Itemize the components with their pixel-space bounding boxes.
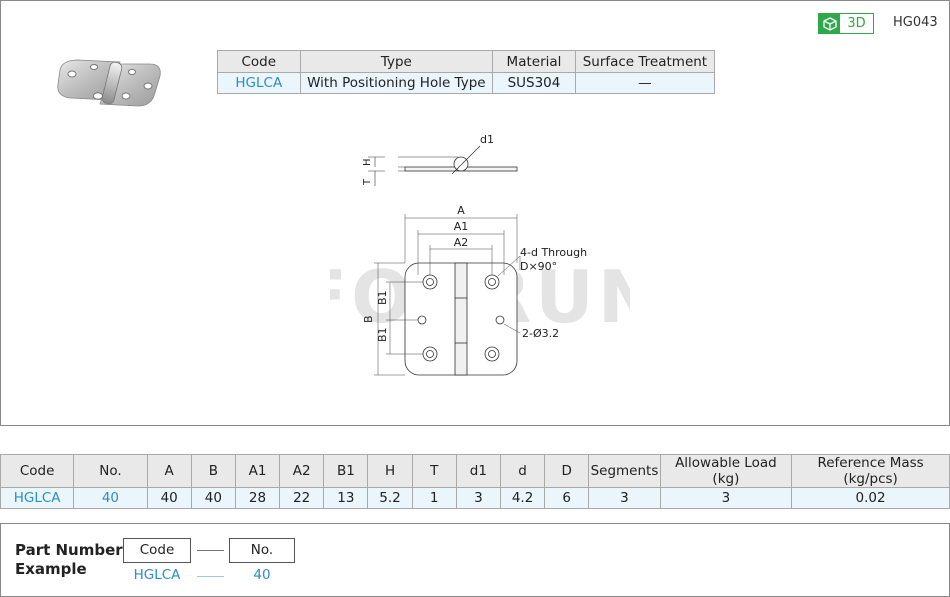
spec-cell-B: 40	[190, 487, 236, 509]
spec-row: HGLCA 40 40 40 28 22 13 5.2 1 3 4.2 6 3 …	[0, 487, 950, 509]
label-B1-bottom: B1	[376, 327, 389, 342]
spec-header-B: B	[190, 454, 236, 488]
spec-header-T: T	[411, 454, 457, 488]
pn-code-box: Code	[123, 538, 191, 563]
part-number-title-line2: Example	[15, 560, 87, 578]
pn-no-value: 40	[253, 567, 271, 583]
badge-3d-label: 3D	[847, 16, 866, 31]
part-number-title-line1: Part Number	[15, 541, 123, 559]
label-through: 4-d Through	[520, 246, 587, 259]
spec-header-A2: A2	[279, 454, 325, 488]
spec-header-d: d	[499, 454, 546, 488]
hinge-photo	[57, 59, 161, 107]
spec-header-d1: d1	[455, 454, 501, 488]
info-header-surface: Surface Treatment	[574, 50, 716, 73]
spec-cell-d: 4.2	[499, 487, 546, 509]
info-cell-type: With Positioning Hole Type	[299, 72, 494, 94]
spec-table: Code No. A B A1 A2 B1 H T d1 d D Segment…	[0, 454, 950, 509]
pn-code-value: HGLCA	[133, 567, 181, 583]
pn-dash-value	[197, 576, 224, 577]
spec-cell-no: 40	[73, 487, 148, 509]
spec-cell-code: HGLCA	[0, 487, 75, 509]
info-header-type: Type	[299, 50, 494, 73]
3d-model-button[interactable]: 3D	[818, 13, 874, 34]
label-d1: d1	[480, 133, 494, 146]
spec-header-code: Code	[0, 454, 75, 488]
spec-header-load: Allowable Load (kg)	[659, 454, 793, 488]
info-header-material: Material	[492, 50, 576, 73]
spec-header-A1: A1	[234, 454, 281, 488]
spec-header-segments: Segments	[588, 454, 661, 488]
label-T: T	[362, 178, 373, 186]
pn-no-box: No.	[229, 538, 295, 563]
info-cell-code: HGLCA	[217, 72, 301, 94]
spec-cell-d1: 3	[455, 487, 501, 509]
spec-header-D: D	[544, 454, 590, 488]
label-countersink: D×90°	[520, 260, 557, 273]
info-table: Code Type Material Surface Treatment HGL…	[217, 50, 716, 94]
spec-header-B1: B1	[323, 454, 369, 488]
spec-cell-A2: 22	[279, 487, 325, 509]
spec-header-H: H	[367, 454, 413, 488]
spec-cell-T: 1	[411, 487, 457, 509]
spec-header-mass: Reference Mass (kg/pcs)	[791, 454, 950, 488]
spec-cell-mass: 0.02	[791, 487, 950, 509]
spec-cell-D: 6	[544, 487, 590, 509]
part-number-title: Part Number Example	[15, 541, 123, 579]
info-header-code: Code	[217, 50, 301, 73]
label-H: H	[362, 158, 373, 166]
side-view	[368, 145, 518, 186]
label-A1: A1	[454, 220, 469, 233]
spec-header-no: No.	[73, 454, 148, 488]
dimension-lines	[374, 214, 521, 376]
technical-drawing: FORRUN d1 H T	[330, 133, 630, 376]
product-code: HG043	[893, 15, 938, 30]
spec-cell-B1: 13	[323, 487, 369, 509]
spec-cell-A1: 28	[234, 487, 281, 509]
info-cell-surface: —	[574, 72, 716, 94]
info-row: HGLCA With Positioning Hole Type SUS304 …	[217, 72, 716, 94]
spec-cell-H: 5.2	[367, 487, 413, 509]
label-A2: A2	[454, 236, 469, 249]
spec-header-A: A	[146, 454, 192, 488]
spec-cell-load: 3	[659, 487, 793, 509]
cube-icon	[819, 14, 840, 33]
pn-dash	[197, 550, 224, 551]
info-header-row: Code Type Material Surface Treatment	[217, 50, 716, 73]
info-cell-material: SUS304	[492, 72, 576, 94]
label-A: A	[457, 204, 465, 217]
front-view	[404, 262, 518, 376]
spec-cell-segments: 3	[588, 487, 661, 509]
label-B1-top: B1	[376, 290, 389, 305]
spec-cell-A: 40	[146, 487, 192, 509]
label-B: B	[362, 315, 375, 323]
spec-header-row: Code No. A B A1 A2 B1 H T d1 d D Segment…	[0, 454, 950, 488]
label-pin-holes: 2-Ø3.2	[522, 327, 559, 340]
